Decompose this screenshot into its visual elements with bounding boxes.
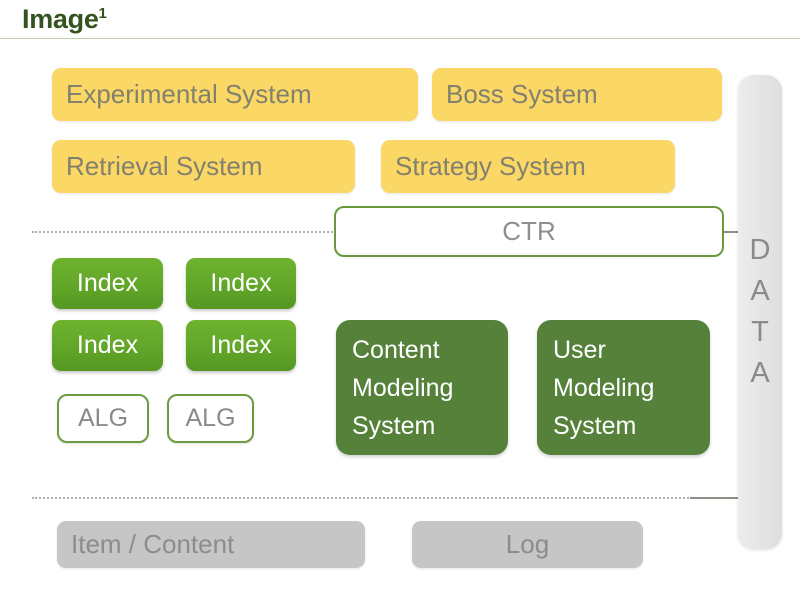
alg-box-1[interactable]: ALG (57, 394, 149, 443)
data-column[interactable]: D A T A (738, 75, 782, 549)
user-modeling-system-box[interactable]: User Modeling System (537, 320, 710, 455)
index-box-2[interactable]: Index (186, 258, 296, 309)
item-content-box[interactable]: Item / Content (57, 521, 365, 568)
index-box-3[interactable]: Index (52, 320, 163, 371)
title-divider (0, 38, 800, 39)
data-letter-t: T (751, 316, 769, 348)
log-box[interactable]: Log (412, 521, 643, 568)
boss-system-box[interactable]: Boss System (432, 68, 722, 121)
lower-divider-stub (690, 497, 768, 499)
data-letter-a2: A (750, 357, 770, 389)
index-box-4[interactable]: Index (186, 320, 296, 371)
data-letter-d: D (749, 234, 771, 266)
experimental-system-box[interactable]: Experimental System (52, 68, 418, 121)
page-title-text: Image (22, 4, 99, 34)
page-title: Image1 (22, 2, 107, 36)
index-box-1[interactable]: Index (52, 258, 163, 309)
page-title-superscript: 1 (98, 5, 107, 22)
data-letter-a1: A (750, 275, 770, 307)
strategy-system-box[interactable]: Strategy System (381, 140, 675, 193)
alg-box-2[interactable]: ALG (167, 394, 254, 443)
lower-dotted-divider (32, 497, 732, 499)
retrieval-system-box[interactable]: Retrieval System (52, 140, 355, 193)
content-modeling-system-box[interactable]: Content Modeling System (336, 320, 508, 455)
ctr-box[interactable]: CTR (334, 206, 724, 257)
